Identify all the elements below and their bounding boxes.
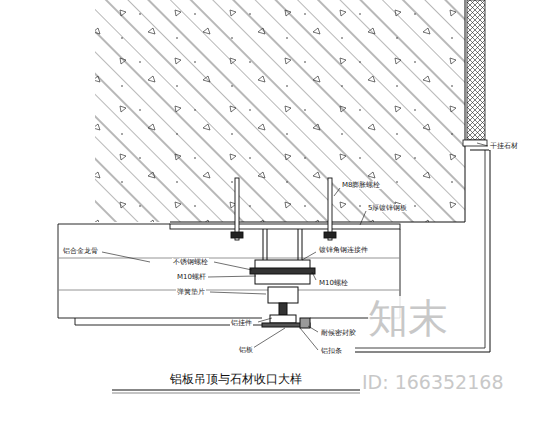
watermark: ID: 166352168 — [362, 372, 503, 393]
part-label: 5厚镀锌钢板 — [367, 204, 408, 212]
part-label: 铝挂件 — [230, 319, 253, 327]
part-label: 耐候密封胶 — [320, 329, 357, 337]
part-label: M8膨胀螺栓 — [341, 181, 382, 189]
bracket-assembly — [250, 229, 315, 328]
part-label: M10螺栓 — [318, 279, 349, 287]
part-label: 弹簧垫片 — [176, 288, 206, 296]
part-label: M10螺杆 — [176, 273, 207, 281]
part-label: 铝板 — [238, 346, 254, 354]
stone-panel — [355, 0, 490, 352]
watermark: 知末 — [368, 296, 448, 340]
ceiling-frame — [58, 224, 400, 325]
leader-lines — [102, 143, 488, 350]
anchor-bolts — [231, 178, 336, 240]
concrete-slab — [95, 0, 465, 222]
part-label: 不锈钢螺栓 — [172, 258, 209, 266]
part-label: 镀锌角钢连接件 — [318, 246, 369, 254]
drawing-caption: 铝板吊顶与石材收口大样 — [168, 371, 304, 388]
steel-plate — [170, 224, 400, 229]
part-label: 干挂石材 — [489, 142, 519, 150]
part-label: 铝合金龙骨 — [62, 247, 99, 255]
part-label: 铝扣条 — [320, 347, 343, 355]
caption-underline — [112, 390, 360, 393]
